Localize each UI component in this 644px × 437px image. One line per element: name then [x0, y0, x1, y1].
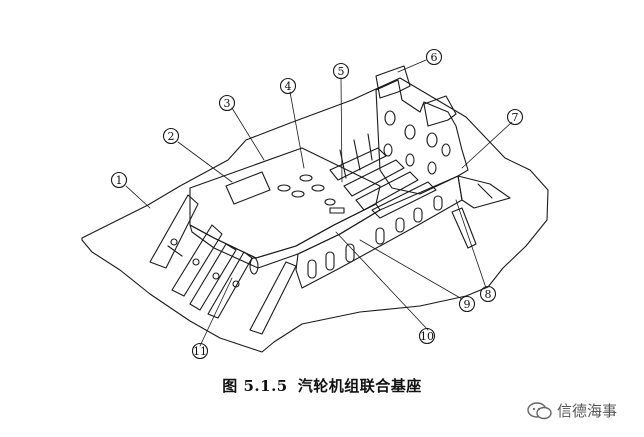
platform-hole — [324, 198, 336, 206]
right-bracket — [457, 175, 511, 209]
svg-text:9: 9 — [464, 298, 471, 311]
svg-text:5: 5 — [338, 65, 345, 78]
rear-tall-wall — [375, 79, 469, 195]
svg-text:1: 1 — [116, 174, 123, 187]
platform-hole — [277, 184, 291, 192]
svg-text:7: 7 — [512, 111, 519, 124]
deck-plate — [81, 77, 549, 353]
svg-text:2: 2 — [168, 130, 175, 143]
svg-text:4: 4 — [285, 80, 292, 93]
platform-slot — [329, 207, 345, 214]
callout-8: 8 — [479, 285, 497, 303]
callout-6: 6 — [425, 48, 443, 66]
callout-5: 5 — [332, 62, 350, 80]
svg-text:3: 3 — [224, 97, 231, 110]
callout-4: 4 — [279, 77, 297, 95]
front-flange — [189, 203, 381, 269]
svg-text:10: 10 — [420, 330, 434, 343]
interior-girders — [329, 133, 437, 219]
platform-opening — [225, 171, 271, 205]
platform-hole — [291, 190, 305, 198]
callout-9: 9 — [458, 295, 476, 313]
top-pad-left — [375, 65, 411, 99]
watermark-text: 信德海事 — [557, 402, 618, 420]
side-wall-cutouts — [307, 195, 443, 279]
right-bracket-rib — [477, 183, 493, 199]
left-brackets — [149, 194, 297, 335]
callout-3: 3 — [218, 94, 236, 112]
figure-caption: 图 5.1.5 汽轮机组联合基座 — [0, 375, 644, 396]
callout-2: 2 — [162, 127, 180, 145]
svg-text:11: 11 — [193, 345, 207, 358]
wechat-bubble-icon — [527, 401, 552, 419]
leader-lines — [125, 59, 513, 347]
rear-stiffener — [451, 207, 477, 249]
svg-text:8: 8 — [485, 288, 492, 301]
watermark: 信德海事 — [527, 400, 617, 421]
caption-title: 汽轮机组联合基座 — [297, 377, 422, 395]
callout-11: 11 — [191, 342, 209, 360]
caption-number: 图 5.1.5 — [222, 377, 288, 395]
front-side-wall — [295, 175, 463, 289]
callout-1: 1 — [110, 171, 128, 189]
callout-10: 10 — [418, 327, 436, 345]
platform-hole — [311, 184, 325, 192]
top-platform — [189, 147, 381, 259]
platform-hole — [299, 174, 313, 182]
svg-text:6: 6 — [431, 51, 438, 64]
top-pad-right — [423, 95, 457, 127]
rear-wall-holes — [383, 110, 451, 175]
callout-7: 7 — [506, 108, 524, 126]
